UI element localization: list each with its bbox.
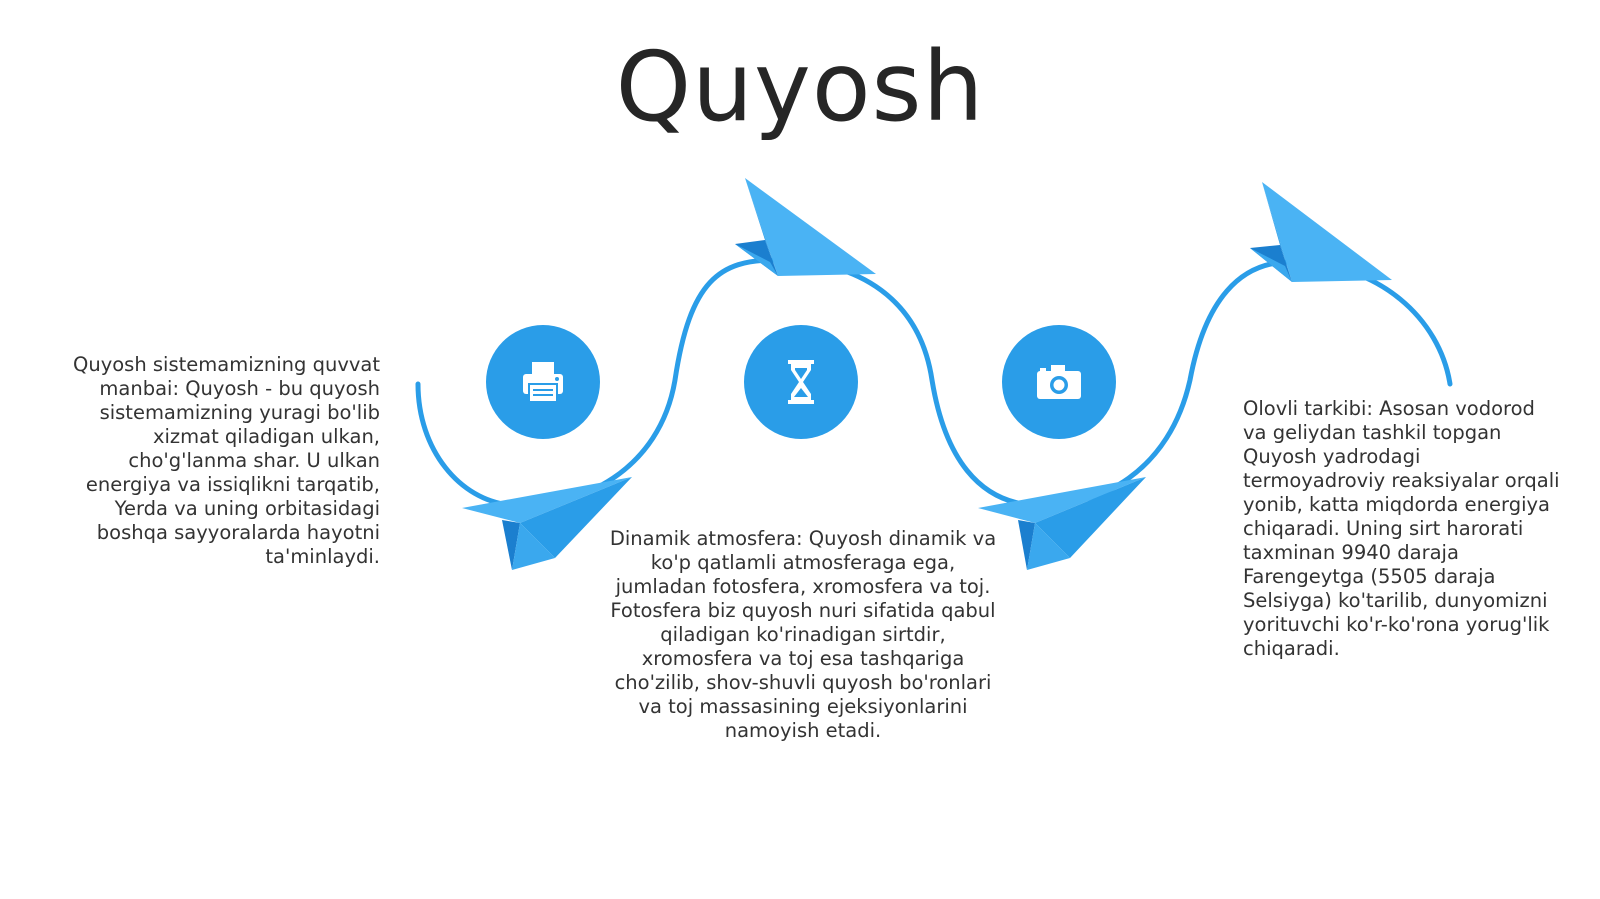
paper-plane-1 — [462, 477, 632, 570]
paper-plane-3 — [978, 477, 1146, 570]
step-2-text: Dinamik atmosfera: Quyosh dinamik va ko'… — [609, 527, 997, 742]
paper-plane-2 — [735, 178, 876, 276]
paper-plane-4 — [1250, 182, 1392, 282]
step-3-circle — [1002, 325, 1116, 439]
hourglass-icon — [788, 360, 814, 404]
printer-icon — [523, 362, 563, 403]
step-1-circle — [486, 325, 600, 439]
slide-title: Quyosh — [615, 31, 985, 143]
step-2-circle — [744, 325, 858, 439]
step-3-text: Olovli tarkibi: Asosan vodorod va geliyd… — [1243, 397, 1560, 660]
camera-icon — [1037, 365, 1081, 399]
step-1-text: Quyosh sistemamizning quvvat manbai: Quy… — [73, 353, 380, 568]
